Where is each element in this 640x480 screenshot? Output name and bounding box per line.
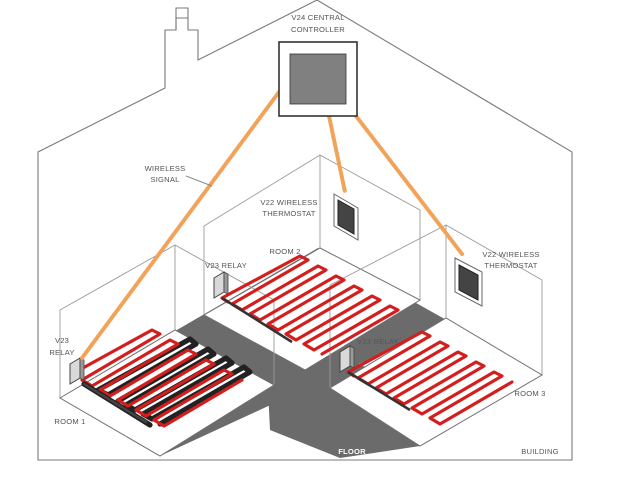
controller-label-line2: CONTROLLER xyxy=(291,25,345,34)
wireless-signal-label-line1: WIRELESS xyxy=(145,164,186,173)
thermostat-room3-label-line1: V22 WIRELESS xyxy=(482,250,539,259)
relay-room2-label: V23 RELAY xyxy=(205,261,247,270)
relay-room1-label-line1: V23 xyxy=(55,336,69,345)
wireless-signals xyxy=(80,90,464,360)
room-3 xyxy=(329,224,543,447)
controller-label-line1: V24 CENTRAL xyxy=(291,13,344,22)
room3-label: ROOM 3 xyxy=(514,389,545,398)
room1-label: ROOM 1 xyxy=(54,417,85,426)
building-outline xyxy=(37,0,573,461)
floor-label: FLOOR xyxy=(338,447,366,456)
thermostat-room2-label-line1: V22 WIRELESS xyxy=(260,198,317,207)
building-label: BUILDING xyxy=(521,447,558,456)
thermostat-room-3 xyxy=(454,257,483,307)
wireless-signal-label-line2: SIGNAL xyxy=(150,175,179,184)
heating-wire-room-3 xyxy=(346,330,514,426)
thermostat-room3-label-line2: THERMOSTAT xyxy=(484,261,537,270)
heating-wire-room-1 xyxy=(70,328,253,428)
chimney-notch xyxy=(175,17,188,30)
heating-wire-room-2 xyxy=(220,254,400,356)
thermostat-room2-label-line2: THERMOSTAT xyxy=(262,209,315,218)
relay-room-3 xyxy=(339,345,355,373)
relay-room3-label: V23 RELAY xyxy=(357,337,399,346)
wireless-signal-pointer xyxy=(185,175,213,187)
relay-room-2 xyxy=(213,271,229,299)
relay-room-1 xyxy=(69,357,85,385)
thermostat-room-2 xyxy=(333,193,359,241)
central-controller xyxy=(278,41,358,117)
room2-label: ROOM 2 xyxy=(269,247,300,256)
relay-room1-label-line2: RELAY xyxy=(49,348,74,357)
